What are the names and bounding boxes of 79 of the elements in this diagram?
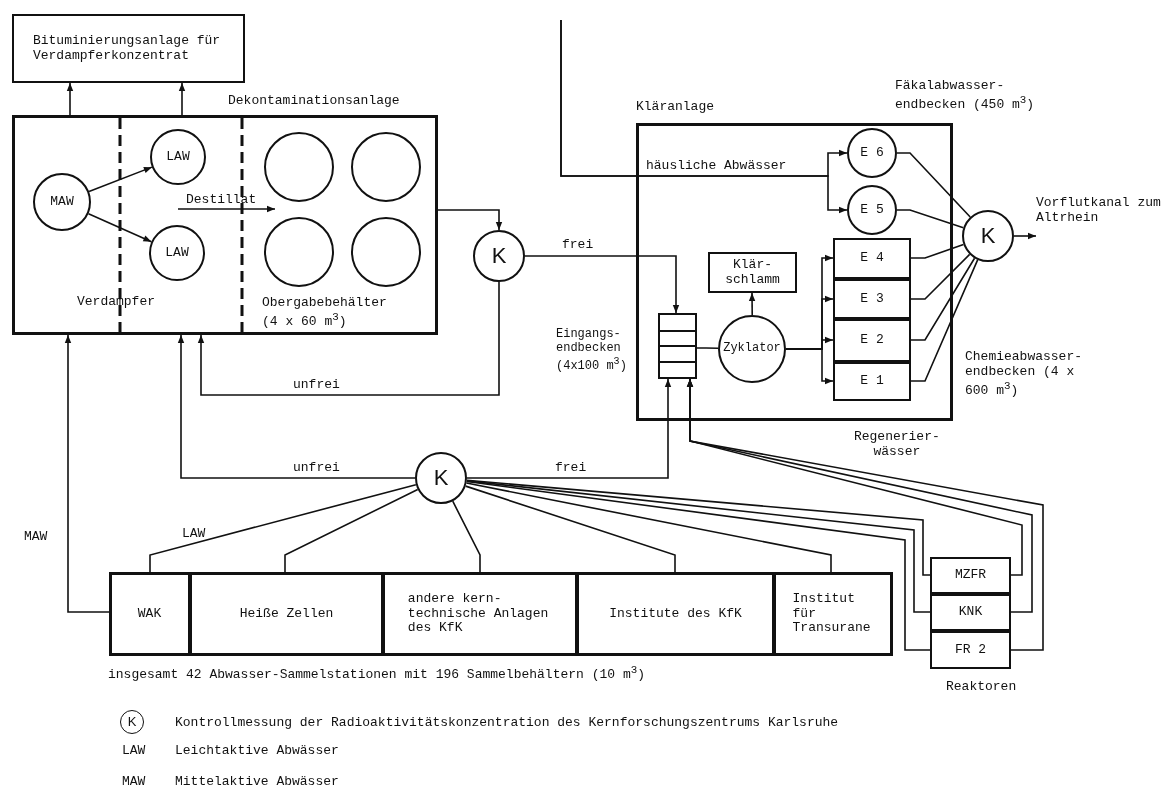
flow-arrow: [748, 292, 756, 316]
tank-circle: [149, 225, 205, 281]
node-label: E 2: [860, 333, 884, 348]
tank-circle: [351, 132, 421, 202]
legend-symbol: LAW: [122, 744, 146, 759]
flow-label: Destillat: [186, 193, 257, 208]
legend-text: Mittelaktive Abwässer: [175, 775, 339, 790]
legend-text: Kontrollmessung der Radioaktivitätskonzentration des Kernforschungszentrums Karlsruhe: [175, 716, 839, 731]
node-label: E 6: [860, 145, 884, 161]
measurement-circle: [415, 452, 467, 504]
node-label: Zyklator: [723, 342, 781, 356]
node-label: E 1: [860, 374, 884, 389]
node-label: FR 2: [954, 642, 987, 658]
basin-circle: [847, 185, 897, 235]
basin-circle: [847, 128, 897, 178]
basin-box: [833, 279, 911, 319]
flow-arrow: [87, 212, 153, 243]
basin-group-label: Chemieabwasser- endbecken (4 x 600 m$^{3}$): [965, 350, 1084, 400]
basin-box: [833, 319, 911, 362]
basin-box: [833, 362, 911, 401]
sludge-box: [708, 252, 797, 293]
station-box: [190, 572, 383, 656]
group-label: Reaktoren: [946, 680, 1017, 695]
node-label: Institute des KfK: [609, 606, 742, 622]
flow-arrow: [560, 19, 848, 214]
node-label: Bituminierungsanlage für Verdampferkonzentrat: [32, 33, 222, 64]
outlet-label: Vorflutkanal zum Altrhein: [1036, 196, 1166, 242]
legend-text: Leichtaktive Abwässer: [175, 744, 339, 759]
flow-arrow: [66, 82, 74, 116]
measurement-circle: [473, 230, 525, 282]
legend-symbol: MAW: [122, 775, 146, 790]
node-label: E 5: [860, 202, 884, 218]
flow-arrow: [178, 82, 186, 116]
measurement-circle: [962, 210, 1014, 262]
tank-circle: [150, 129, 206, 185]
tank-circle: [351, 217, 421, 287]
flow-arrow: [1013, 232, 1037, 240]
tank-circle: [33, 173, 91, 231]
station-box: [383, 572, 577, 656]
flow-arrow: [437, 209, 503, 231]
node-label: MAW: [50, 194, 74, 210]
node-label: KNK: [958, 605, 983, 620]
basin-group-label: Fäkalabwasser- endbecken (450 m$^{3}$): [895, 79, 1036, 114]
flow-arrow: [466, 378, 672, 479]
node-label: K: [491, 243, 507, 269]
frame-title: Kläranlage: [636, 100, 714, 115]
node-label: Eingangs- endbecken (4x100 m$^{3}$): [556, 328, 628, 374]
node-label: insgesamt 42 Abwasser-Sammelstationen mit 196 Sammelbehältern (10 m$^{3}$): [108, 664, 645, 684]
clarifier-circle: [718, 315, 786, 383]
flow-arrow: [785, 348, 834, 385]
node-label: LAW: [165, 245, 189, 261]
flow-arrow: [64, 334, 110, 613]
node-label: MZFR: [954, 568, 987, 583]
tank-circle: [264, 132, 334, 202]
flow-arrow: [524, 255, 680, 314]
frame-title: Dekontaminationsanlage: [228, 94, 400, 109]
flow-arrow: [88, 166, 153, 193]
station-box: [577, 572, 774, 656]
basin-box: [833, 238, 911, 279]
node-label: K: [980, 223, 996, 249]
tank-circle: [264, 217, 334, 287]
flow-label: Regenerier- wässer: [852, 430, 941, 460]
flow-arrow: [197, 281, 500, 396]
node-label: K: [433, 465, 449, 491]
node-label: Heiße Zellen: [239, 606, 334, 622]
node-label: LAW: [166, 149, 190, 165]
flow-label: LAW: [182, 527, 206, 542]
section-label: Verdampfer: [77, 295, 155, 310]
node-label: E 3: [860, 291, 884, 307]
node-label: andere kern- technische Anlagen des KfK: [407, 591, 550, 637]
node-label: Institut für Transurane: [792, 591, 872, 637]
node-label: Klär- schlamm: [725, 257, 780, 288]
node-label: WAK: [137, 606, 162, 622]
flow-arrow: [686, 378, 1044, 651]
node-label: E 4: [860, 251, 884, 266]
flow-arrow: [177, 334, 416, 479]
section-label: Obergabebehälter (4 x 60 m$^{3}$): [262, 296, 388, 331]
reactor-box: [930, 594, 1011, 631]
plant-box: [12, 14, 245, 83]
